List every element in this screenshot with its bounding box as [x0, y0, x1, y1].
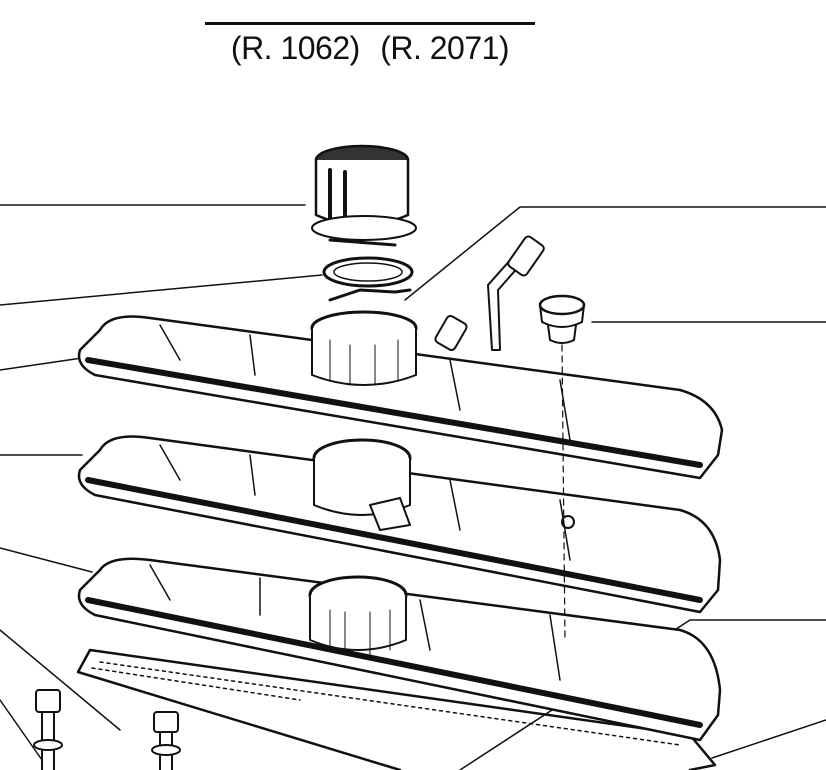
- breather-pipe: [434, 235, 545, 352]
- valve-cover-middle: [77, 435, 722, 614]
- leader-line-bottom-cover-b: [0, 629, 121, 731]
- title-rule: [205, 22, 535, 25]
- leader-lines: [0, 204, 826, 770]
- valve-cover-top: [77, 310, 724, 480]
- leader-line-spring-clip: [0, 274, 323, 306]
- reference-1: (R. 1062): [230, 30, 360, 66]
- leader-line-bolt: [0, 699, 43, 761]
- reference-heading: (R. 1062) (R. 2071): [205, 30, 535, 67]
- leader-line-gasket: [459, 619, 826, 770]
- leader-line-bottom-cover-a: [0, 547, 93, 573]
- leader-line-top-cover: [0, 357, 83, 371]
- cover-bolt-left: [33, 689, 63, 770]
- leader-line-ring: [404, 206, 826, 301]
- cap-nut: [538, 294, 586, 641]
- gasket: [76, 648, 717, 770]
- reference-2: (R. 2071): [380, 30, 510, 66]
- air-filter: [311, 144, 417, 247]
- cover-bolt-right: [151, 711, 181, 770]
- spring-clip: [322, 256, 414, 302]
- leader-line-gasket-end: [711, 719, 826, 759]
- valve-cover-bottom: [77, 557, 722, 742]
